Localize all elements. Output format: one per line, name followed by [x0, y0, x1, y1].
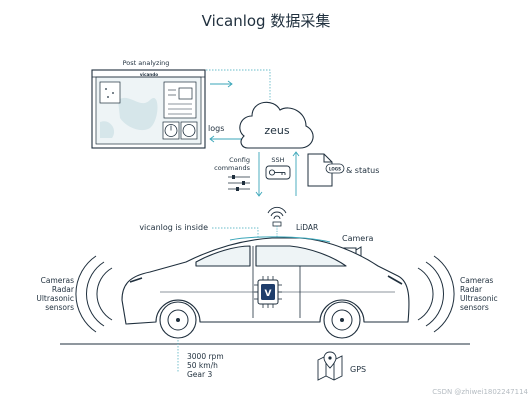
cloud-label: zeus [264, 124, 290, 137]
sliders-icon [228, 175, 250, 191]
monitor-icon [91, 69, 206, 149]
chip-letter: V [265, 289, 272, 299]
svg-text:Ultrasonic: Ultrasonic [460, 294, 498, 303]
svg-text:Radar: Radar [52, 285, 75, 294]
svg-text:Cameras: Cameras [460, 276, 493, 285]
svg-text:Radar: Radar [460, 285, 483, 294]
inside-dotted-link [212, 227, 259, 270]
svg-text:50 km/h: 50 km/h [187, 361, 218, 370]
front-wheel [323, 301, 361, 339]
vicanlog-chip-icon [254, 276, 282, 308]
key-icon [265, 165, 291, 180]
lidar-icon [267, 206, 287, 241]
zeus-cloud-icon [239, 101, 314, 149]
camera-label: Camera [342, 234, 373, 243]
svg-text:Ultrasonic: Ultrasonic [36, 294, 74, 303]
watermark: CSDN @zhiwei1802247114 [432, 388, 528, 396]
left-sensors-label: Cameras Radar Ultrasonic sensors [36, 276, 75, 312]
lidar-label: LiDAR [296, 223, 318, 232]
svg-text:sensors: sensors [45, 303, 74, 312]
status-up-arrow [292, 151, 300, 196]
rear-wheel [159, 301, 197, 339]
svg-text:3000 rpm: 3000 rpm [187, 352, 224, 361]
monitor-brand: vicando [140, 72, 158, 77]
right-sensors-label: Cameras Radar Ultrasonic sensors [460, 276, 498, 312]
config-label-line1: Config [229, 156, 250, 164]
telemetry-readout: 3000 rpm 50 km/h Gear 3 [187, 352, 224, 379]
inside-label: vicanlog is inside [139, 223, 208, 232]
ssh-label: SSH [271, 156, 284, 164]
logs-badge: LOGS [329, 167, 341, 172]
config-label-line2: commands [214, 164, 250, 172]
logs-file-icon [307, 153, 345, 187]
left-sensor-waves [75, 255, 113, 333]
gps-map-icon [317, 351, 343, 381]
right-sensor-waves [417, 255, 455, 333]
svg-text:Gear 3: Gear 3 [187, 370, 212, 379]
svg-text:sensors: sensors [460, 303, 489, 312]
monitor-cloud-dotted-link [206, 69, 271, 100]
logs-label: logs [208, 124, 224, 133]
gps-label: GPS [350, 365, 366, 374]
monitor-caption: Post analyzing [123, 59, 170, 67]
logs-status-label: & status [346, 166, 379, 175]
svg-text:Cameras: Cameras [41, 276, 74, 285]
monitor-to-cloud-arrow [210, 80, 233, 88]
page-title: Vicanlog 数据采集 [202, 12, 331, 30]
config-down-arrow [255, 152, 263, 197]
